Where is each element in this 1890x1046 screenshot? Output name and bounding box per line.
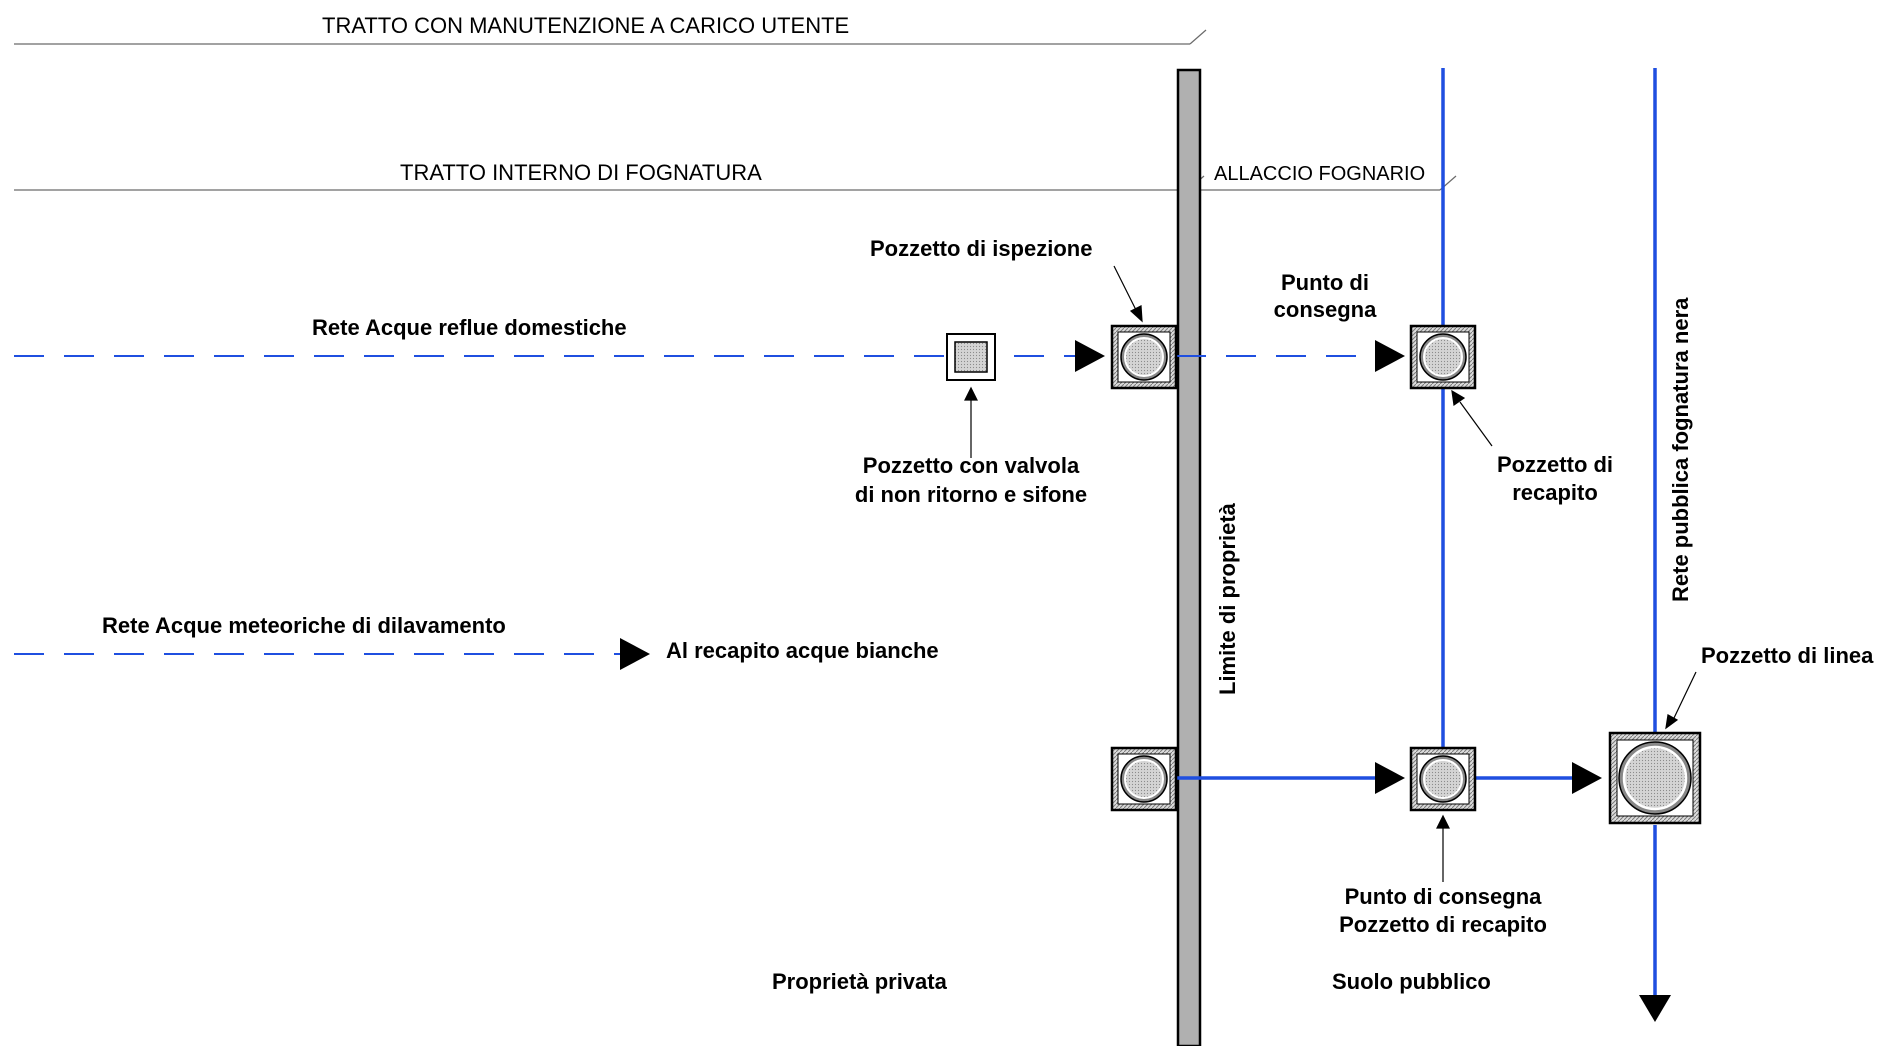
flow-arrows [620, 340, 1671, 1022]
header-allaccio: ALLACCIO FOGNARIO [1214, 163, 1425, 185]
label-pozzetto-recapito-line1: Pozzetto di [1497, 452, 1613, 477]
label-limite: Limite di proprietà [1215, 502, 1240, 695]
pipes [14, 68, 1657, 995]
label-rete-reflue: Rete Acque reflue domestiche [312, 315, 627, 340]
label-valvola-line1: Pozzetto con valvola [863, 453, 1080, 478]
pozzetto-linea [1608, 731, 1702, 825]
label-proprieta-privata: Proprietà privata [772, 969, 948, 994]
arrow-to-recapito-bottom [1375, 762, 1405, 794]
arrow-to-recapito-top [1375, 340, 1405, 372]
pozzetto-ispezione-meteoriche [1110, 746, 1178, 812]
arrow-to-linea [1572, 762, 1602, 794]
label-valvola-line2: di non ritorno e sifone [855, 482, 1087, 507]
label-pozzetto-recapito-line2: recapito [1512, 480, 1598, 505]
label-pozzetto-ispezione: Pozzetto di ispezione [870, 236, 1092, 261]
label-rete-meteoriche: Rete Acque meteoriche di dilavamento [102, 613, 506, 638]
pozzetto-recapito-bottom [1409, 746, 1477, 812]
label-punto-consegna-line1: Punto di [1281, 270, 1369, 295]
label-consegna-recapito-line1: Punto di consegna [1345, 884, 1543, 909]
header-interno: TRATTO INTERNO DI FOGNATURA [400, 160, 762, 185]
pozzetto-recapito-top [1409, 324, 1477, 390]
header-manutenzione: TRATTO CON MANUTENZIONE A CARICO UTENTE [322, 13, 849, 38]
arrow-to-bianche [620, 638, 650, 670]
label-recapito-bianche: Al recapito acque bianche [666, 638, 939, 663]
arrow-public-down [1639, 995, 1671, 1022]
leader-lines [964, 265, 1697, 882]
label-punto-consegna-line2: consegna [1274, 297, 1377, 322]
label-rete-pubblica: Rete pubblica fognatura nera [1668, 297, 1693, 602]
pozzetto-valvola [946, 333, 996, 381]
arrow-to-ispezione [1075, 340, 1105, 372]
pozzetto-ispezione [1110, 324, 1178, 390]
label-suolo-pubblico: Suolo pubblico [1332, 969, 1491, 994]
label-pozzetto-linea: Pozzetto di linea [1701, 643, 1874, 668]
label-consegna-recapito-line2: Pozzetto di recapito [1339, 912, 1547, 937]
property-limit-wall [1176, 68, 1202, 1046]
